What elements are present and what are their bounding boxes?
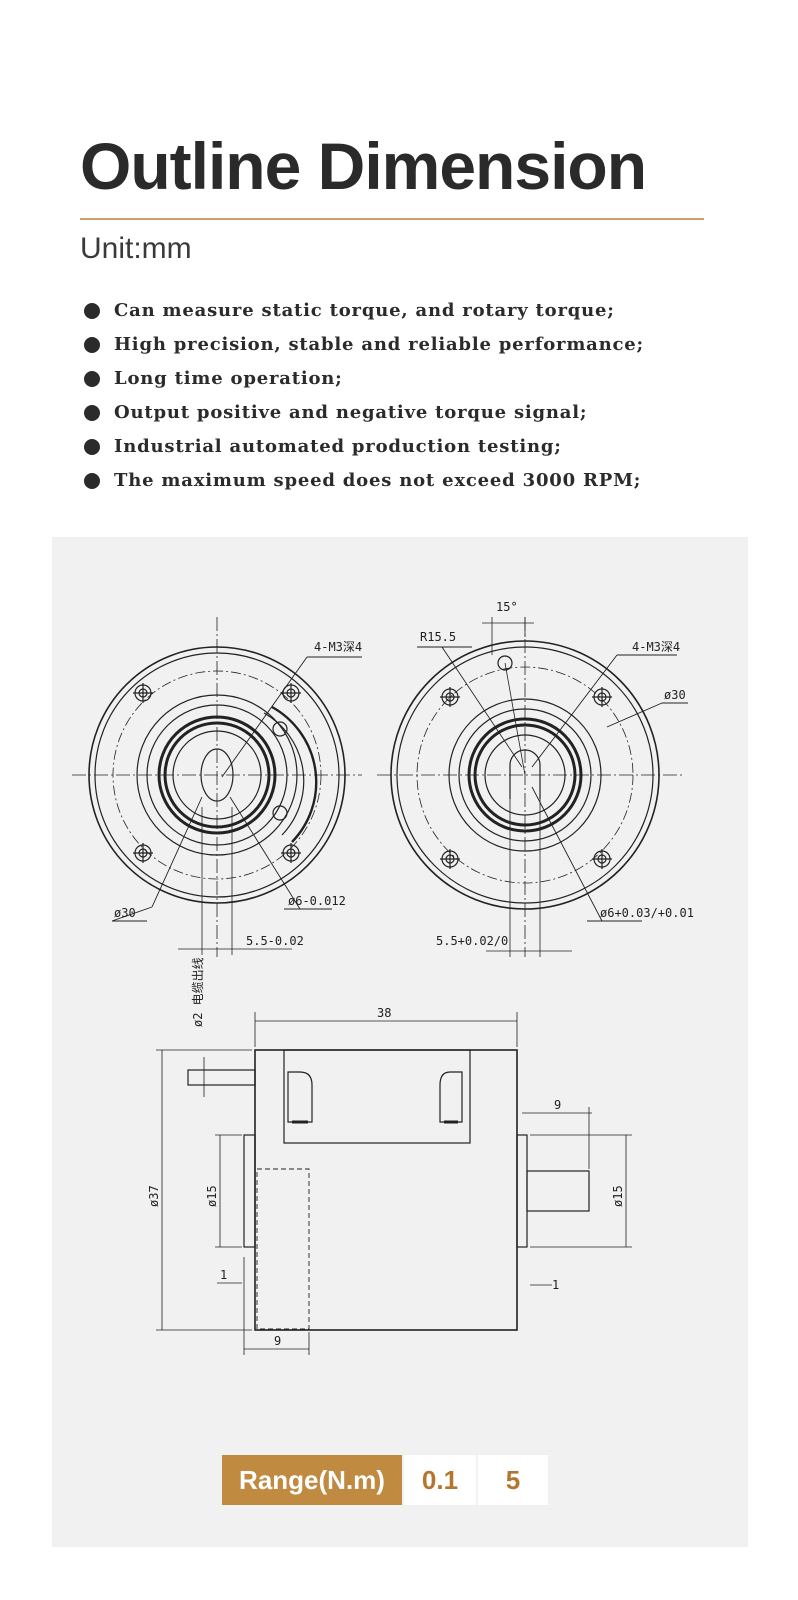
left-front-view: [72, 617, 362, 957]
side-right-shaft-label: ø15: [611, 1185, 625, 1207]
side-right-flange-label: 1: [552, 1278, 559, 1292]
feature-list: Can measure static torque, and rotary to…: [84, 294, 644, 498]
feature-text: Can measure static torque, and rotary to…: [114, 300, 615, 321]
side-left-shaft-label: ø15: [205, 1185, 219, 1207]
side-bottom-length-label: 9: [274, 1334, 281, 1348]
side-right-shaft-length: 9: [554, 1098, 561, 1112]
side-left-flange-label: 1: [220, 1268, 227, 1282]
feature-item: The maximum speed does not exceed 3000 R…: [84, 464, 644, 498]
right-key-width: 5.5+0.02/0: [436, 934, 508, 948]
right-outer-diameter: ø30: [664, 688, 686, 702]
bullet-icon: [84, 303, 100, 319]
range-value-max: 5: [478, 1455, 548, 1505]
range-label: Range(N.m): [222, 1455, 402, 1505]
left-key-width: 5.5-0.02: [246, 934, 304, 948]
side-view: [156, 1012, 632, 1355]
left-shaft-diameter: ø6-0.012: [288, 894, 346, 908]
feature-item: Output positive and negative torque sign…: [84, 396, 644, 430]
right-angle-label: 15°: [496, 600, 518, 614]
feature-item: Long time operation;: [84, 362, 644, 396]
bullet-icon: [84, 473, 100, 489]
side-length-label: 38: [377, 1006, 391, 1020]
technical-drawing: 4-M3深4 ø30 ø6-0.012 5.5-0.02 15° R15.5 4…: [72, 600, 694, 1355]
bullet-icon: [84, 371, 100, 387]
drawing-panel: 4-M3深4 ø30 ø6-0.012 5.5-0.02 15° R15.5 4…: [52, 537, 748, 1547]
feature-text: The maximum speed does not exceed 3000 R…: [114, 470, 642, 491]
feature-item: Can measure static torque, and rotary to…: [84, 294, 644, 328]
right-shaft-diameter: ø6+0.03/+0.01: [600, 906, 694, 920]
bullet-icon: [84, 405, 100, 421]
feature-text: High precision, stable and reliable perf…: [114, 334, 644, 355]
right-front-view: [377, 617, 688, 957]
feature-text: Industrial automated production testing;: [114, 436, 562, 457]
side-cable-label: ø2 电缆出线: [191, 957, 205, 1027]
feature-text: Output positive and negative torque sign…: [114, 402, 588, 423]
bullet-icon: [84, 439, 100, 455]
left-outer-diameter: ø30: [114, 906, 136, 920]
page-title: Outline Dimension: [80, 129, 647, 203]
right-thread-label: 4-M3深4: [632, 640, 680, 654]
left-thread-label: 4-M3深4: [314, 640, 362, 654]
title-divider: [80, 218, 704, 220]
feature-text: Long time operation;: [114, 368, 343, 389]
feature-item: High precision, stable and reliable perf…: [84, 328, 644, 362]
range-table: Range(N.m) 0.1 5: [222, 1455, 548, 1505]
range-value-min: 0.1: [404, 1455, 476, 1505]
right-radius-label: R15.5: [420, 630, 456, 644]
unit-label: Unit:mm: [80, 232, 192, 265]
bullet-icon: [84, 337, 100, 353]
feature-item: Industrial automated production testing;: [84, 430, 644, 464]
side-height-label: ø37: [147, 1185, 161, 1207]
